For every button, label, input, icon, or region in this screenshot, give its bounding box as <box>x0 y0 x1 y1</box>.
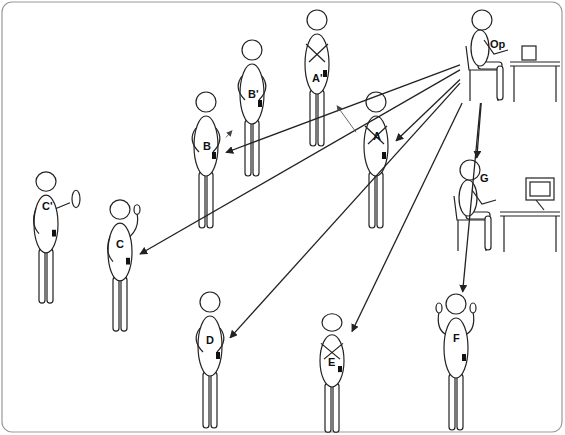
movement-arrow <box>337 106 356 132</box>
figure-label: Op <box>490 38 505 50</box>
sight-arrow <box>140 70 460 254</box>
figure-label: F <box>453 332 460 344</box>
figure-outline <box>26 170 66 305</box>
person-node: A' <box>297 8 337 148</box>
person-figure <box>192 92 220 228</box>
figure-label: C <box>116 238 124 250</box>
person-node: B' <box>232 38 272 178</box>
operator-desk <box>510 46 560 102</box>
figure-outline <box>232 38 272 178</box>
person-figure <box>108 200 140 331</box>
seated-person <box>466 10 508 101</box>
sight-arrow <box>352 103 462 331</box>
person-figure <box>34 172 80 303</box>
figure-label: B' <box>248 88 259 100</box>
figure-label: C' <box>42 200 53 212</box>
frame <box>2 2 562 432</box>
person-node: G <box>448 158 498 253</box>
figure-label: B <box>203 140 211 152</box>
figure-outline <box>100 198 140 333</box>
figure-label: G <box>480 172 489 184</box>
person-figure <box>238 40 266 176</box>
person-figure <box>436 294 476 430</box>
figure-outline <box>356 90 396 230</box>
sight-arrow <box>230 83 460 338</box>
figure-label: E <box>328 356 335 368</box>
person-node: Op <box>460 8 510 103</box>
person-node: A <box>356 90 396 230</box>
seated-person <box>454 160 496 251</box>
observer-desk <box>500 178 560 252</box>
person-figure <box>364 92 388 228</box>
person-figure <box>320 314 344 433</box>
person-figure <box>196 292 224 428</box>
figure-outline <box>190 290 230 430</box>
figure-label: D <box>206 334 214 346</box>
person-node: E <box>312 312 352 434</box>
sight-arrow <box>477 103 481 158</box>
sight-arrow <box>396 79 460 140</box>
figure-outline <box>186 90 226 230</box>
figure-outline <box>460 8 510 103</box>
person-node: D <box>190 290 230 430</box>
person-figure <box>305 10 329 146</box>
person-node: B <box>186 90 226 230</box>
sight-arrow <box>226 65 460 153</box>
figure-label: A' <box>312 72 323 84</box>
figure-outline <box>312 312 352 434</box>
figure-outline <box>436 292 476 432</box>
person-node: C <box>100 198 140 333</box>
figure-outline <box>448 158 498 253</box>
person-node: C' <box>26 170 66 305</box>
person-node: F <box>436 292 476 432</box>
movement-arrow <box>226 131 232 138</box>
figure-label: A <box>373 130 381 142</box>
